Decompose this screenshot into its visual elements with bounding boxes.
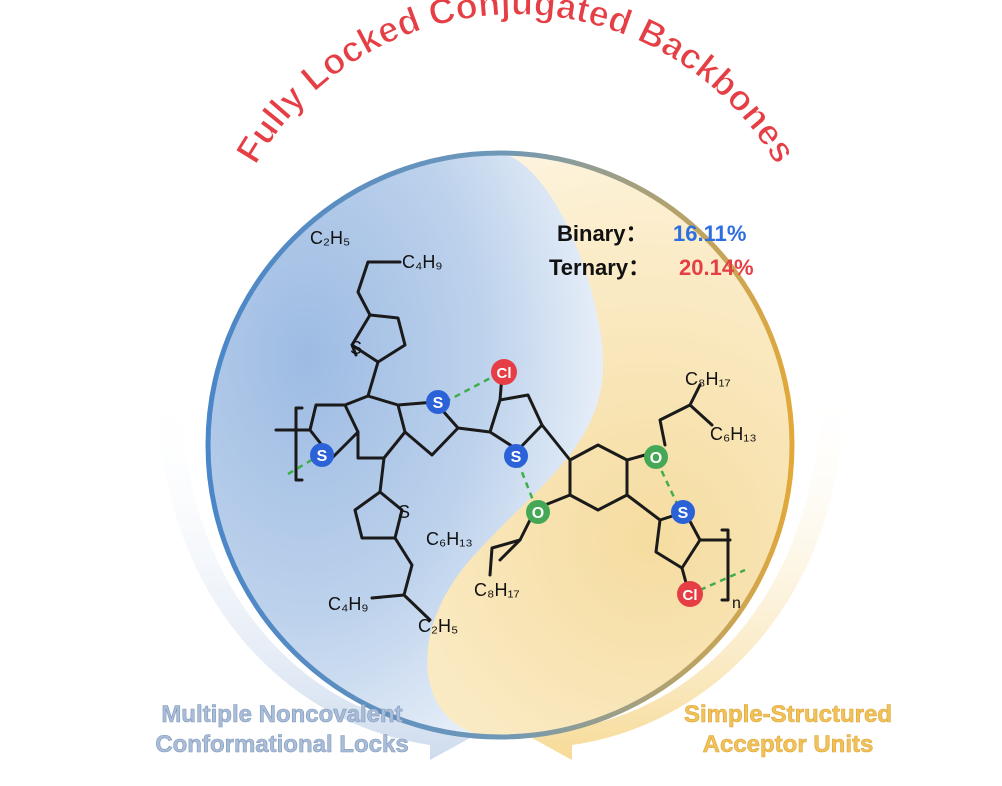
s-cl-lock-1: [444, 372, 499, 404]
molecular-structure: S S S S Cl Cl O O S: [274, 228, 757, 636]
left-caption-line2: Conformational Locks: [155, 731, 408, 758]
sub-c6h13-right: C₆H₁₃: [710, 424, 757, 444]
bottom-thiophene: [353, 490, 404, 540]
svg-text:S: S: [317, 448, 328, 465]
svg-text:S: S: [678, 505, 689, 522]
sub-c2h5-bottom: C₂H₅: [418, 616, 458, 636]
top-linker: [366, 360, 380, 398]
atom-s-bdt-right: S: [426, 390, 450, 414]
oxy-chain-left: [488, 493, 572, 577]
atom-o-left: O: [526, 500, 550, 524]
side-thiophene-top-s: S: [350, 338, 362, 358]
sub-c6h13-middle: C₆H₁₃: [426, 529, 473, 549]
top-side-chain: [356, 260, 402, 317]
right-bracket: [720, 528, 730, 602]
sub-c8h17-middle: C₈H₁₇: [474, 580, 520, 600]
sub-c4h9-top: C₄H₉: [402, 252, 442, 272]
bridge-bond-2: [540, 423, 572, 462]
atom-s-thiophene-1: S: [504, 444, 528, 468]
right-caption: Simple-Structured Acceptor Units: [684, 701, 893, 759]
svg-text:O: O: [532, 505, 544, 522]
atom-cl-2: Cl: [677, 581, 703, 607]
svg-text:S: S: [511, 449, 522, 466]
right-caption-line1: Simple-Structured: [684, 701, 892, 728]
blue-region: [208, 153, 604, 737]
oxy-chain-right: [625, 383, 714, 462]
right-caption-line2: Acceptor Units: [703, 731, 874, 758]
atom-s-thiophene-2: S: [671, 500, 695, 524]
sub-c8h17-right: C₈H₁₇: [685, 369, 731, 389]
left-caption: Multiple Noncovalent Conformational Lock…: [155, 701, 409, 759]
yin-yang-background: [208, 153, 792, 737]
svg-text:Cl: Cl: [497, 365, 512, 382]
bottom-side-chain: [370, 536, 432, 622]
outer-ring: [205, 150, 795, 740]
ternary-value: 20.14%: [679, 255, 754, 280]
svg-text:O: O: [650, 450, 662, 467]
svg-text:S: S: [433, 395, 444, 412]
left-caption-line1: Multiple Noncovalent: [161, 701, 402, 728]
s-o-lock-1: [516, 461, 538, 509]
side-thiophene-bottom-s: S: [398, 502, 410, 522]
bridge-bond-1: [456, 426, 492, 434]
atom-o-right: O: [644, 445, 668, 469]
atom-s-bdt-left: S: [310, 443, 334, 467]
bottom-linker: [378, 456, 386, 494]
title: Fully Locked Conjugated Backbones: [227, 0, 804, 170]
binary-label: Binary：: [557, 221, 647, 246]
left-bracket: [294, 406, 304, 482]
sub-c2h5-top: C₂H₅: [310, 228, 350, 248]
top-thiophene: [350, 313, 407, 364]
atom-cl-1: Cl: [491, 359, 517, 385]
binary-value: 16.11%: [673, 221, 746, 246]
s-o-lock-2: [655, 460, 682, 511]
results: Binary： 16.11% Ternary： 20.14%: [549, 221, 754, 280]
repeat-unit-n: n: [732, 595, 741, 612]
sub-c4h9-bottom: C₄H₉: [328, 594, 368, 614]
cl-end-lock: [699, 568, 746, 592]
svg-text:Cl: Cl: [683, 587, 698, 604]
bridge-bond-3: [625, 493, 662, 522]
ternary-label: Ternary：: [549, 255, 650, 280]
